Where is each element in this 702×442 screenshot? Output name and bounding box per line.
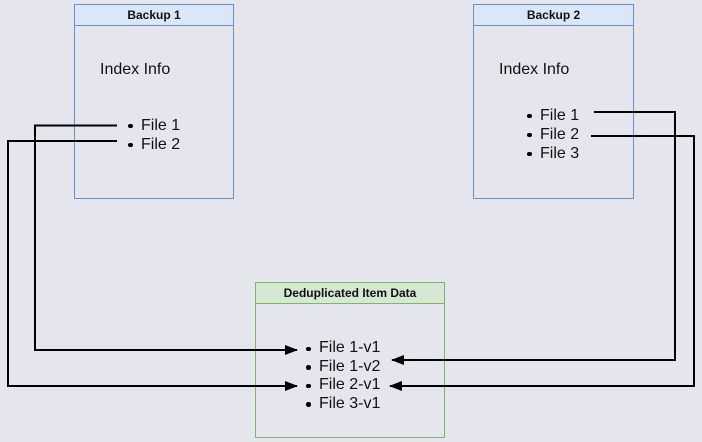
list-item: File 1: [126, 116, 180, 135]
list-item: File 2: [525, 125, 579, 144]
list-item: File 3: [525, 144, 579, 163]
backup2-node: Backup 2: [473, 4, 634, 199]
dedup-item-list: File 1-v1 File 1-v2 File 2-v1 File 3-v1: [304, 339, 380, 413]
list-item: File 2: [126, 135, 180, 154]
list-item: File 2-v1: [304, 376, 380, 395]
backup2-file-list: File 1 File 2 File 3: [525, 106, 579, 163]
list-item: File 3-v1: [304, 395, 380, 414]
backup2-index-info-label: Index Info: [499, 61, 570, 78]
backup1-title: Backup 1: [75, 5, 233, 26]
dedup-title: Deduplicated Item Data: [256, 283, 444, 304]
backup2-title: Backup 2: [474, 5, 633, 26]
list-item: File 1-v2: [304, 358, 380, 377]
list-item: File 1-v1: [304, 339, 380, 358]
backup1-index-info-label: Index Info: [100, 61, 171, 78]
backup1-file-list: File 1 File 2: [126, 116, 180, 154]
backup1-node: Backup 1: [74, 4, 234, 199]
list-item: File 1: [525, 106, 579, 125]
